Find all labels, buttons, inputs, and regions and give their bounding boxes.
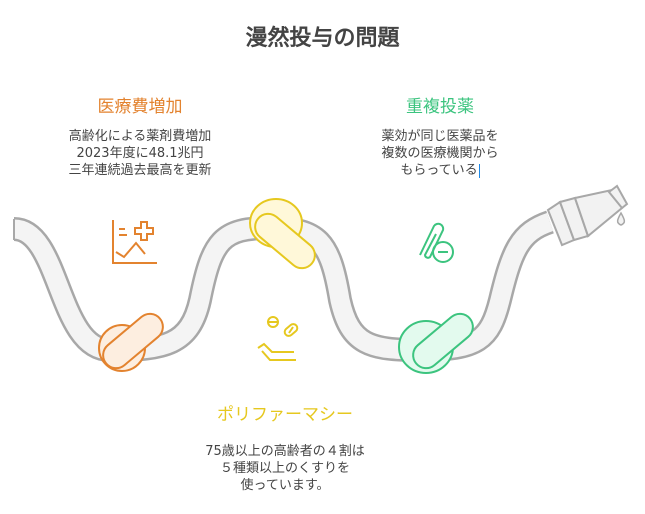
text-cursor [478,163,480,178]
duplicate-line: 薬効が同じ医薬品を [381,129,499,144]
knot-green [398,312,474,374]
cost-text: 高齢化による薬剤費増加 2023年度に48.1兆円 三年連続過去最高を更新 [30,128,250,179]
hand-pills-icon [257,316,299,361]
polypharmacy-line: ５種類以上のくすりを [219,461,350,476]
knot-yellow [249,198,316,270]
cost-line: 三年連続過去最高を更新 [68,163,212,178]
duplicate-line: もらっている [400,163,478,178]
duplicate-text[interactable]: 薬効が同じ医薬品を 複数の医療機関から もらっている [330,128,550,179]
water-drop-icon [616,211,626,226]
paperclip-pill-icon [419,222,454,263]
polypharmacy-line: 使っています。 [240,478,330,493]
page-title: 漫然投与の問題 [245,26,400,51]
cost-line: 2023年度に48.1兆円 [76,146,204,161]
polypharmacy-line: 75歳以上の高齢者の４割は [205,444,365,459]
duplicate-line: 複数の医療機関から [381,146,499,161]
nozzle [546,184,629,247]
cost-heading: 医療費増加 [97,97,183,117]
duplicate-heading: 重複投薬 [406,97,474,117]
chart-medical-cross-icon [112,220,157,264]
polypharmacy-text: 75歳以上の高齢者の４割は ５種類以上のくすりを 使っています。 [160,443,410,494]
polypharmacy-heading: ポリファーマシー [217,405,353,425]
cost-line: 高齢化による薬剤費増加 [68,129,212,144]
knot-orange [98,312,164,372]
